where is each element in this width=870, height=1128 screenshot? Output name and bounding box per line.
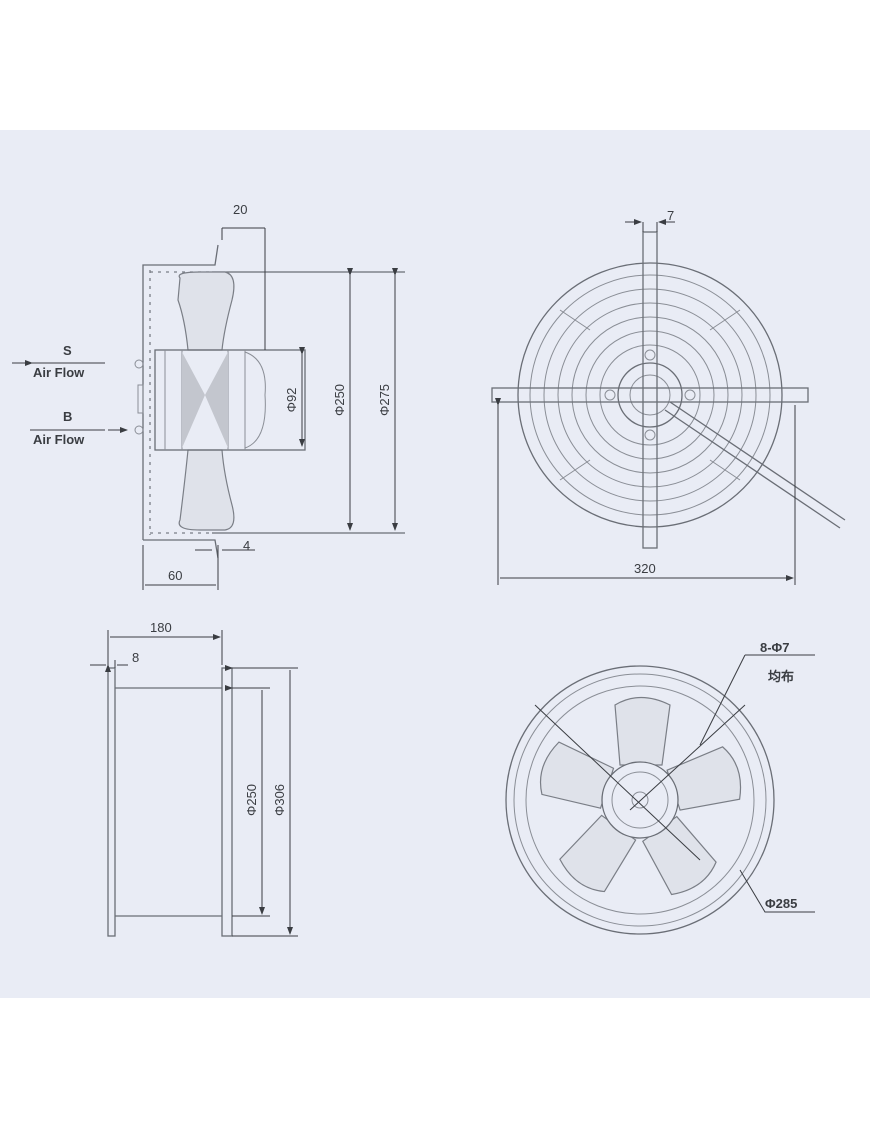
dim-hub-label: Φ92 xyxy=(284,388,299,413)
dim-inner-label: Φ250 xyxy=(244,784,259,816)
dim-outer-label: Φ306 xyxy=(272,784,287,816)
housing-side-view: 180 8 Φ250 Φ306 xyxy=(90,620,298,936)
fan-blade xyxy=(614,696,671,766)
dim-7-label: 7 xyxy=(667,208,674,223)
housing-front-view: 8-Φ7 均布 Φ285 xyxy=(505,640,815,935)
dim-20-label: 20 xyxy=(233,202,247,217)
fan-front-grille-view: 7 320 xyxy=(492,208,846,585)
holes-note: 均布 xyxy=(768,669,794,684)
airflow-s-label: Air Flow xyxy=(33,365,85,380)
dim-inner-label: Φ250 xyxy=(332,384,347,416)
airflow-b-code: B xyxy=(63,409,72,424)
dim-4-label: 4 xyxy=(243,538,250,553)
dim-8-label: 8 xyxy=(132,650,139,665)
pcd-label: Φ285 xyxy=(765,896,797,911)
dim-outer-label: Φ275 xyxy=(377,384,392,416)
fan-side-view: 20 Φ92 Φ250 Φ275 4 60 S Air Flow B Air F… xyxy=(12,202,405,590)
dim-180-label: 180 xyxy=(150,620,172,635)
airflow-s-code: S xyxy=(63,343,72,358)
dim-320-label: 320 xyxy=(634,561,656,576)
dim-60-label: 60 xyxy=(168,568,182,583)
holes-label: 8-Φ7 xyxy=(760,640,789,655)
airflow-b-label: Air Flow xyxy=(33,432,85,447)
